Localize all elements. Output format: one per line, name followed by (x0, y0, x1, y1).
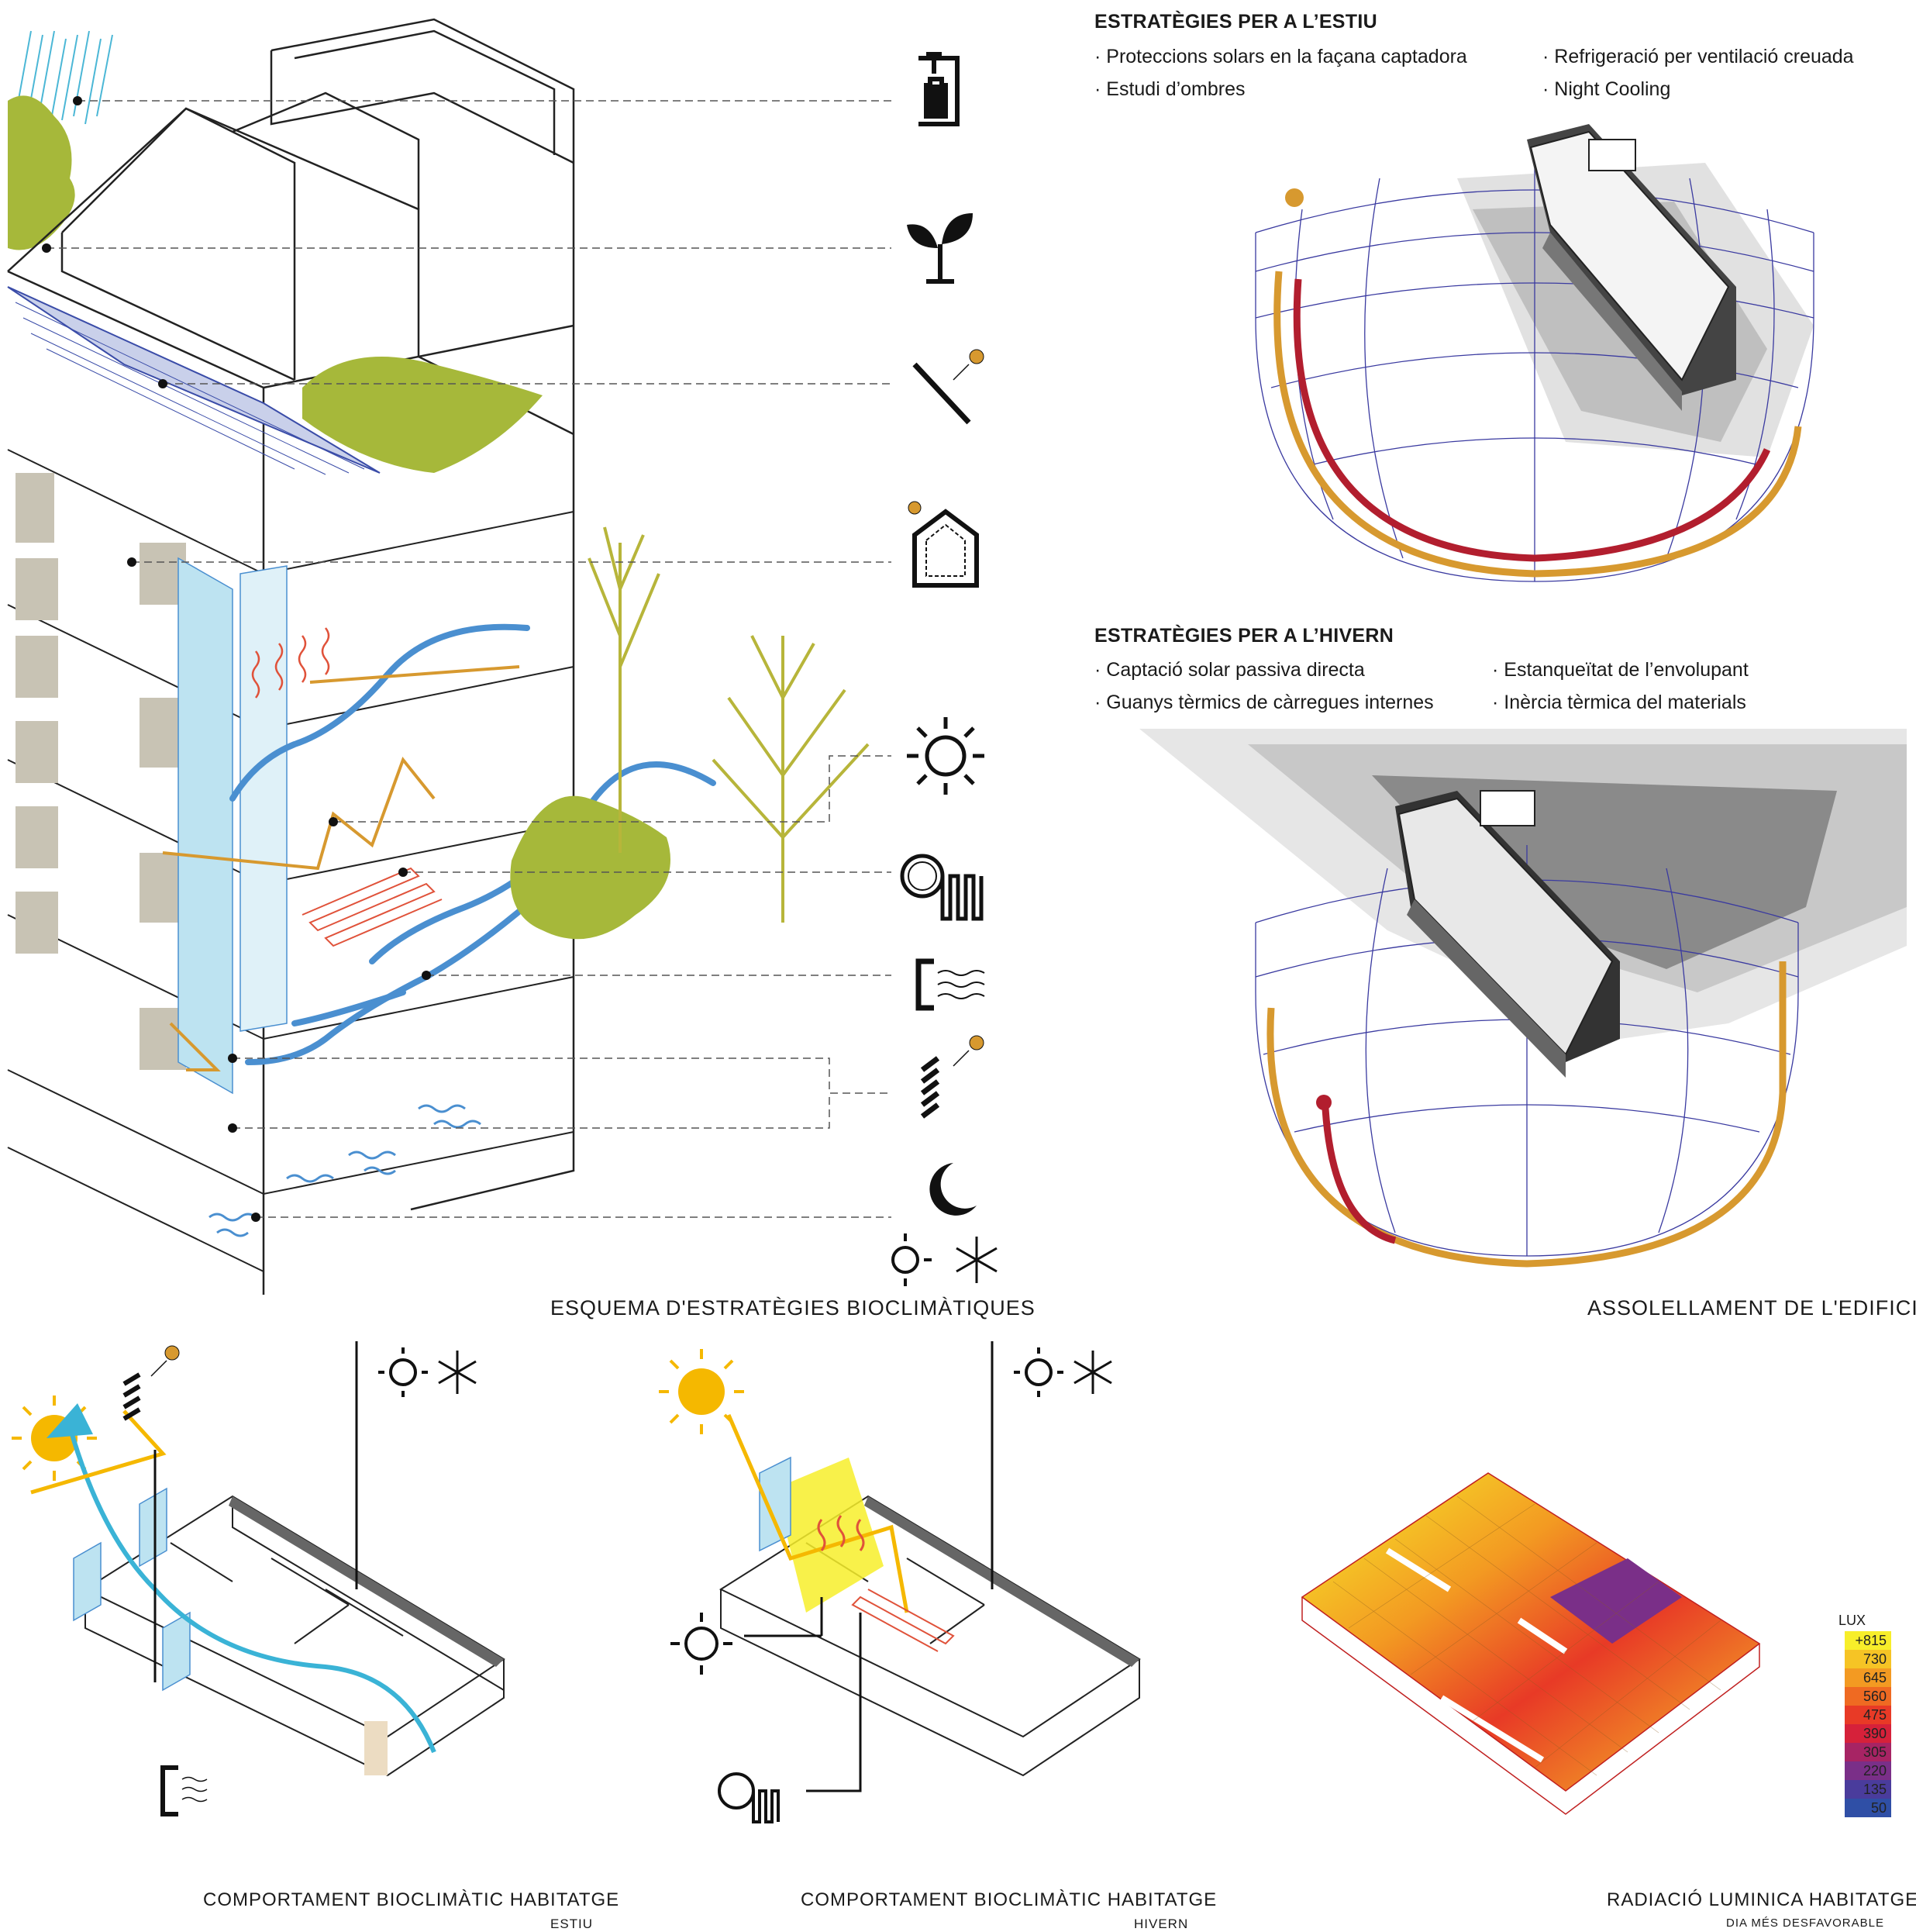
night-cooling-waves (208, 1104, 481, 1237)
sun-snowflake-icon (891, 1233, 998, 1286)
solar-panels (7, 286, 381, 474)
rain-lines (15, 30, 113, 125)
behaviour-winter-subcaption: HIVERN (1134, 1916, 1189, 1931)
heat-waves (251, 627, 330, 699)
street-trees (588, 526, 870, 923)
summer-dwelling-diagram (12, 1341, 505, 1816)
lux-legend-level: 560 (1845, 1687, 1891, 1706)
lux-legend-level: 730 (1845, 1650, 1891, 1668)
roof-garden (302, 357, 543, 473)
bioclimatic-scheme-drawing (7, 18, 891, 1295)
sunlight-caption: ASSOLELLAMENT DE L'EDIFICI (1587, 1296, 1916, 1320)
plant-icon (907, 213, 973, 284)
summer-small-sun (164, 1345, 180, 1361)
winter-sunpath-diagram (1139, 729, 1907, 1268)
winter-heat-waves (817, 1515, 865, 1551)
facade-floors (7, 449, 574, 1272)
winter-item-1: · Captació solar passiva directa (1094, 659, 1365, 681)
behaviour-summer-caption: COMPORTAMENT BIOCLIMÀTIC HABITATGE (203, 1889, 620, 1910)
lux-legend-level: 220 (1845, 1761, 1891, 1780)
scheme-caption: ESQUEMA D'ESTRATÈGIES BIOCLIMÀTIQUES (550, 1296, 1036, 1320)
thermal-mass-icon (915, 958, 985, 1011)
winter-solar-gain-area (775, 1458, 884, 1613)
lux-legend-level: +815 (1845, 1631, 1891, 1650)
strategy-icon-column (891, 52, 998, 1286)
radiation-walls (1385, 1547, 1568, 1763)
lux-legend-level: 305 (1845, 1743, 1891, 1761)
radiation-caption: RADIACIÓ LUMINICA HABITATGE (1607, 1889, 1916, 1910)
green-roof (8, 95, 75, 250)
winter-dwelling-diagram (659, 1341, 1141, 1823)
summer-sun-dot (1285, 188, 1304, 207)
winter-item-2: · Guanys tèrmics de càrregues internes (1094, 692, 1434, 713)
lux-legend-level: 475 (1845, 1706, 1891, 1724)
summer-sun-ray (30, 1409, 167, 1495)
lux-legend-level: 50 (1845, 1799, 1891, 1817)
winter-sun-arc-outer (1266, 961, 1787, 1268)
behaviour-summer-subcaption: ESTIU (550, 1916, 594, 1931)
summer-item-1: · Proteccions solars en la façana captad… (1094, 46, 1467, 67)
summer-sun-snowflake-icon (378, 1347, 477, 1397)
summer-louvers (122, 1372, 141, 1421)
winter-leader-floor (806, 1613, 862, 1792)
winter-sun-arc-inner (1322, 1108, 1397, 1244)
summer-item-3: · Refrigeració per ventilació creuada (1542, 46, 1854, 67)
leader-dots (42, 96, 431, 1222)
radiant-floor-coil (302, 867, 443, 947)
radiation-dark-zone (1550, 1558, 1682, 1644)
summer-thermal-mass-icon (160, 1765, 178, 1816)
radiation-grid (1332, 1496, 1721, 1776)
rainwater-tap-icon (918, 52, 960, 126)
winter-sun-icon (670, 1613, 732, 1675)
lux-legend-unit: LUX (1838, 1613, 1866, 1628)
sun-angle-icon (912, 349, 984, 425)
winter-radiant-floor (851, 1589, 955, 1652)
main-block (7, 91, 574, 1295)
radiation-subcaption: DIA MÉS DESFAVORABLE (1726, 1916, 1884, 1930)
summer-strategies-title: ESTRATÈGIES PER A L’ESTIU (1094, 11, 1377, 33)
summer-sun-arc-inner (1293, 278, 1771, 562)
summer-building (1527, 124, 1736, 411)
sun-icon (907, 717, 984, 795)
radiation-floor (1301, 1472, 1761, 1792)
stone-panels (16, 473, 186, 1070)
winter-sun-snowflake-icon (1014, 1347, 1112, 1397)
winter-radiant-floor-icon (718, 1772, 780, 1823)
lux-legend-level: 390 (1845, 1724, 1891, 1743)
summer-item-2: · Estudi d’ombres (1094, 78, 1246, 100)
winter-item-3: · Estanqueïtat de l’envolupant (1492, 659, 1749, 681)
summer-cross-ventilation-arrow (67, 1426, 436, 1754)
summer-window-glazing (73, 1487, 191, 1692)
summer-item-4: · Night Cooling (1542, 78, 1671, 100)
moon-icon (929, 1163, 977, 1216)
summer-sunpath-diagram (1255, 124, 1814, 582)
louver-shading-icon (920, 1035, 984, 1119)
lux-legend-level: 135 (1845, 1780, 1891, 1799)
winter-dwelling-wall (864, 1496, 1139, 1667)
summer-sun-arc-outer (1273, 271, 1802, 578)
winter-building (1395, 790, 1620, 1078)
leader-lines (47, 100, 891, 1218)
radiation-heatmap-diagram (1301, 1472, 1761, 1815)
radiant-floor-icon (900, 854, 984, 921)
sun-ray-arrows (162, 665, 520, 1071)
lux-legend-level: 645 (1845, 1668, 1891, 1687)
glazing (177, 557, 288, 1095)
thermal-envelope-icon (908, 501, 979, 588)
winter-window-glazing (759, 1456, 791, 1552)
winter-sun-ray (726, 1414, 909, 1613)
tower-volume (270, 18, 575, 1211)
winter-sun-dot (1316, 1095, 1332, 1110)
behaviour-winter-caption: COMPORTAMENT BIOCLIMÀTIC HABITATGE (801, 1889, 1218, 1910)
winter-strategies-title: ESTRATÈGIES PER A L’HIVERN (1094, 625, 1394, 647)
balcony-greenery (510, 795, 670, 940)
winter-item-4: · Inèrcia tèrmica del materials (1492, 692, 1746, 713)
summer-wood-panel (364, 1721, 388, 1775)
summer-dwelling-wall (229, 1496, 504, 1667)
winter-sun (659, 1349, 744, 1434)
